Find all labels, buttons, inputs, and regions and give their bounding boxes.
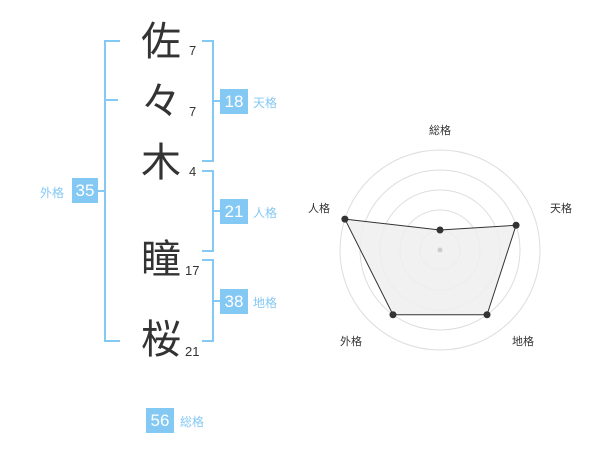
stroke-count-5: 21: [185, 344, 200, 359]
radar-center-dot: [437, 247, 443, 253]
gaikaku-bracket-tick: [104, 99, 118, 101]
soukaku-label: 総格: [180, 415, 205, 429]
gaikaku-bracket: [104, 40, 120, 342]
jinkaku-badge: 21: [220, 199, 248, 224]
stroke-count-1: 7: [189, 43, 197, 58]
jinkaku-bracket: [202, 170, 214, 252]
radar-data-area: [344, 218, 517, 316]
radar-point-1: [436, 226, 444, 234]
jinkaku-label: 人格: [253, 206, 278, 220]
radar-points: [341, 215, 520, 319]
radar-point-4: [389, 311, 397, 319]
tenkaku-bracket: [202, 40, 214, 162]
radar-axis-label-chikaku: 地格: [512, 334, 534, 348]
stroke-count-3: 4: [189, 164, 197, 179]
stroke-count-2: 7: [189, 104, 197, 119]
name-char-1: 佐: [141, 19, 181, 65]
radar-axis-label-gaikaku: 外格: [340, 334, 362, 348]
gaikaku-bracket-stem: [96, 190, 104, 192]
name-char-5: 桜: [141, 317, 181, 363]
radar-point-5: [341, 215, 349, 223]
gaikaku-badge: 35: [72, 178, 98, 203]
tenkaku-bracket-stem: [214, 100, 222, 102]
radar-axis-label-tenkaku: 天格: [550, 201, 572, 215]
chikaku-bracket: [202, 259, 214, 342]
radar-axis-label-soukaku: 総格: [429, 123, 451, 137]
name-char-3: 木: [141, 140, 181, 186]
tenkaku-label: 天格: [253, 96, 278, 110]
radar-point-2: [512, 221, 520, 229]
chikaku-bracket-stem: [214, 300, 222, 302]
soukaku-badge: 56: [146, 408, 174, 433]
stroke-count-4: 17: [185, 263, 200, 278]
radar-axis-label-jinkaku: 人格: [308, 201, 330, 215]
name-char-2: 々: [141, 79, 181, 125]
radar-point-3: [483, 311, 491, 319]
gaikaku-label: 外格: [40, 186, 65, 200]
tenkaku-badge: 18: [220, 89, 248, 114]
radar-chart: 総格 天格 地格 外格 人格: [308, 123, 572, 351]
chikaku-badge: 38: [220, 289, 248, 314]
jinkaku-bracket-stem: [214, 210, 222, 212]
name-char-4: 瞳: [141, 237, 181, 283]
chikaku-label: 地格: [253, 296, 278, 310]
